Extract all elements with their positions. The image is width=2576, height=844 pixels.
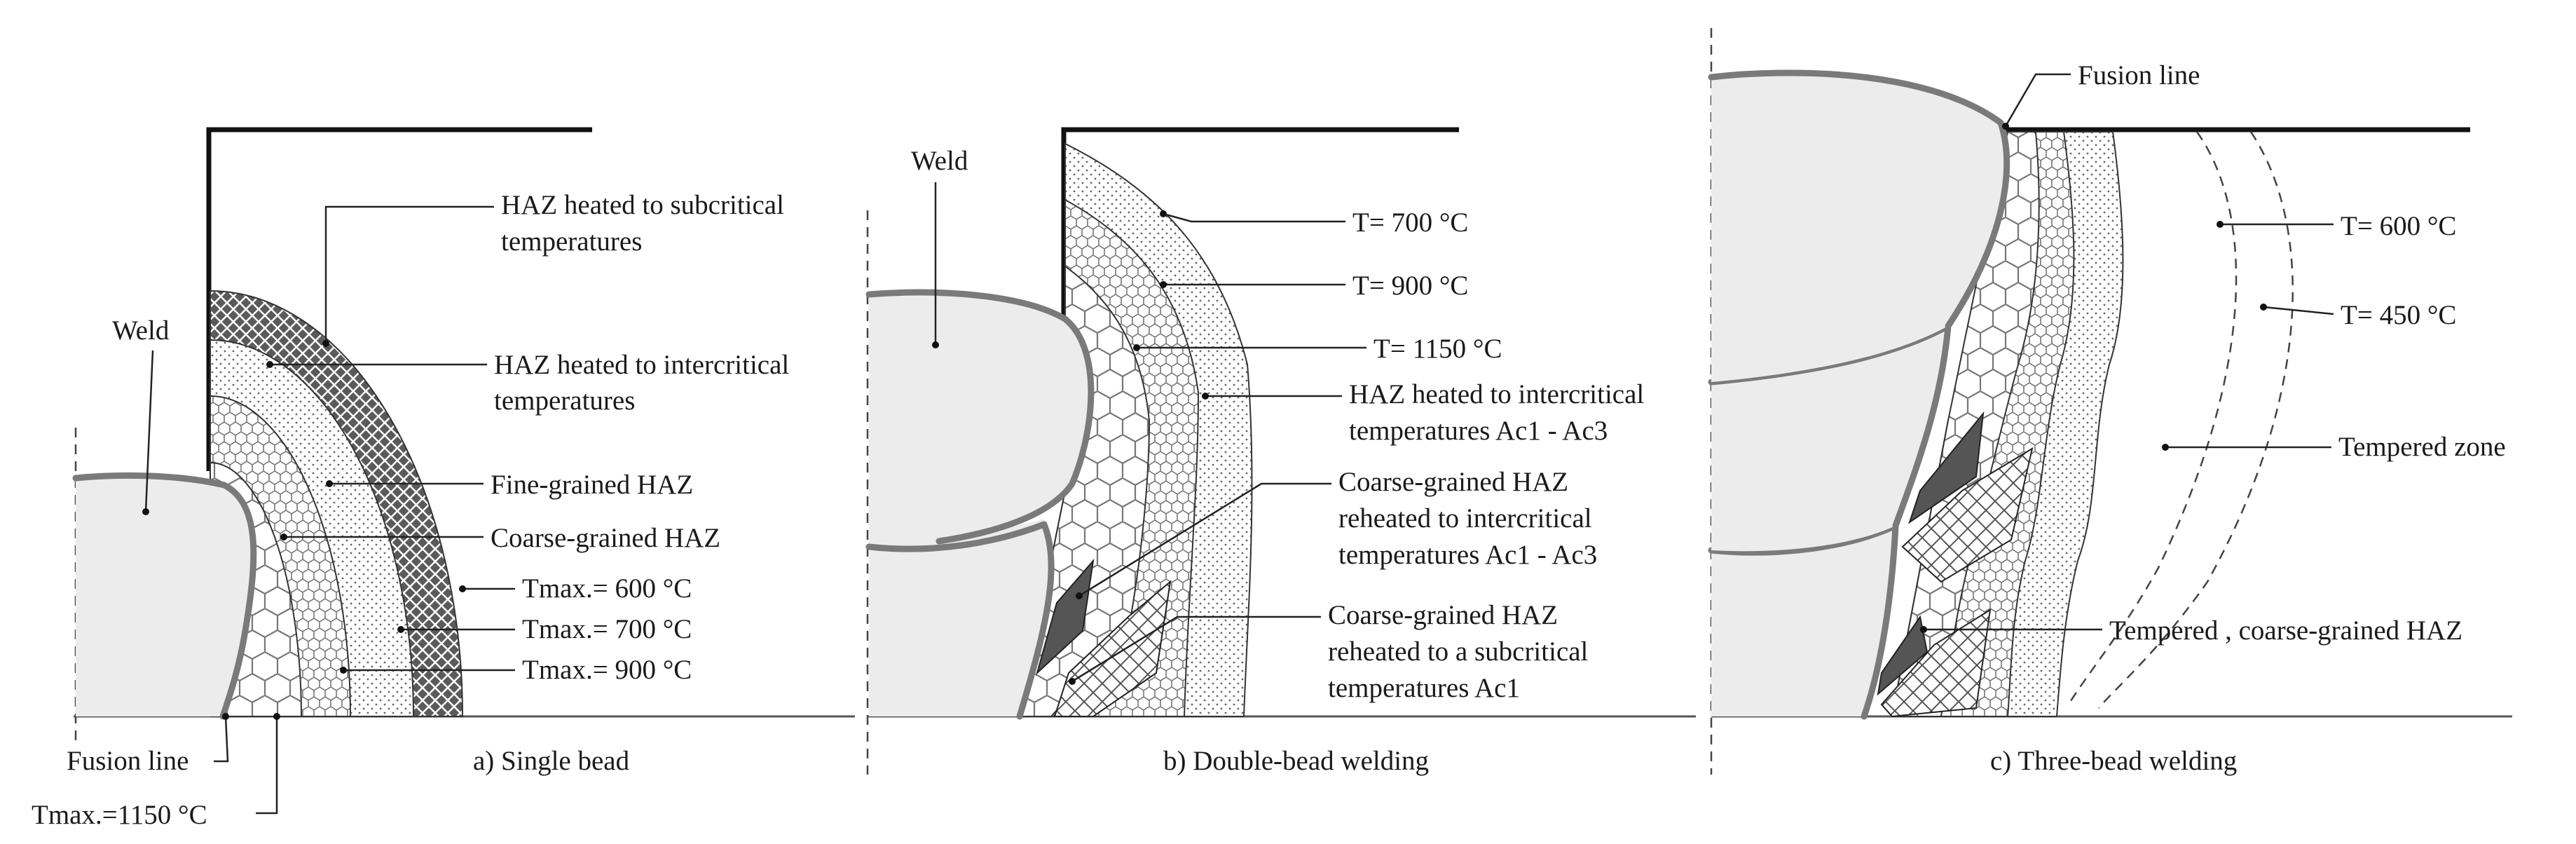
- panel-a-t1150-dot: [273, 713, 280, 720]
- panel-c-cross-region-lower: [1880, 608, 1992, 718]
- panel-a-t600-label: Tmax.= 600 °C: [522, 573, 692, 604]
- panel-b-t900-dot: [1160, 281, 1167, 288]
- panel-b-inter-label-2: temperatures Ac1 - Ac3: [1349, 416, 1608, 446]
- panel-b-lower-fusion-line: [865, 521, 1055, 720]
- panel-b-weld-label: Weld: [911, 146, 968, 176]
- panel-b-cg-sub-label-2: reheated to a subcritical: [1328, 637, 1589, 667]
- panel-b-cg-sub-label-1: Coarse-grained HAZ: [1328, 600, 1558, 630]
- panel-c-tempered-cg-dot: [1920, 626, 1927, 633]
- panel-a-subcritical-label-1: HAZ heated to subcritical: [501, 190, 784, 220]
- panel-a-subcritical-dot: [322, 340, 329, 347]
- panel-b-coarse-zone: [1018, 265, 1151, 717]
- panel-c-tempered-label: Tempered zone: [2338, 432, 2506, 462]
- panel-c-fusion-line-leader: [2004, 73, 2071, 127]
- panel-c-caption: c) Three-bead welding: [1990, 746, 2237, 776]
- panel-b-double-bead: Weld T= 700 °C T= 900 °C T= 1150 °C HAZ …: [865, 127, 1696, 776]
- panel-a-t600-dot: [459, 585, 466, 592]
- panel-b-subcritical-reheated: [1053, 580, 1172, 717]
- panel-b-cg-sub-label-3: temperatures Ac1: [1328, 673, 1520, 703]
- panel-b-t700-label: T= 700 °C: [1352, 207, 1468, 238]
- panel-a-t700-dot: [397, 626, 404, 633]
- panel-a-fine-label: Fine-grained HAZ: [491, 470, 693, 500]
- panel-b-intercritical-reheated: [1036, 558, 1095, 676]
- panel-b-caption: b) Double-bead welding: [1163, 746, 1429, 776]
- panel-b-t700-dot: [1160, 210, 1167, 217]
- panel-a-subcritical-label-2: temperatures: [501, 226, 642, 257]
- panel-b-t1150-dot: [1133, 344, 1140, 351]
- panel-a-fusion-line-label: Fusion line: [67, 746, 189, 776]
- panel-c-fusion-line-dot: [2002, 123, 2009, 130]
- panel-b-weld-bead: [869, 292, 1091, 541]
- panel-a-weld-bead: [76, 475, 254, 716]
- panel-a-intercritical-dot: [266, 361, 273, 368]
- panel-c-t450-leader: [2263, 306, 2334, 315]
- panel-c-tempered-cg-label: Tempered , coarse-grained HAZ: [2109, 615, 2462, 646]
- panel-b-weld-dot: [932, 341, 939, 348]
- panel-a-t900-label: Tmax.= 900 °C: [522, 655, 692, 685]
- panel-b-cg-inter-dot: [1076, 592, 1083, 599]
- panel-c-dark-region-upper: [1908, 411, 1985, 524]
- panel-a-t700-label: Tmax.= 700 °C: [522, 614, 692, 644]
- panel-b-cg-sub-leader: [1071, 615, 1321, 683]
- panel-c-t600-dot: [2217, 221, 2224, 228]
- panel-c-t450-isotherm: [2098, 131, 2294, 709]
- panel-c-t450-dot: [2260, 304, 2267, 311]
- panel-b-cg-inter-label-1: Coarse-grained HAZ: [1338, 467, 1568, 497]
- panel-b-t700-leader: [1163, 212, 1345, 223]
- panel-c-top-bead: [1711, 72, 2007, 382]
- panel-a-t1150-leader: [256, 716, 278, 815]
- panel-b-t900-label: T= 900 °C: [1352, 271, 1468, 301]
- panel-c-tempered-dot: [2162, 444, 2169, 451]
- panel-c-cross-region-upper: [1901, 447, 2034, 583]
- panel-b-cg-inter-label-2: reheated to intercritical: [1338, 503, 1592, 533]
- panel-b-fusion-line: [865, 289, 1095, 545]
- panel-a-fusion-line-leader: [214, 716, 229, 763]
- panel-b-t1150-label: T= 1150 °C: [1373, 334, 1502, 364]
- panel-c-t600-label: T= 600 °C: [2341, 211, 2456, 241]
- panel-c-three-bead: Fusion line T= 600 °C T= 450 °C Tempered…: [1708, 60, 2512, 776]
- panel-b-inter-label-1: HAZ heated to intercritical: [1349, 379, 1644, 409]
- panel-a-t1150-label: Tmax.=1150 °C: [32, 800, 207, 830]
- panel-a-weld-dot: [142, 508, 149, 515]
- panel-a-subcritical-leader: [324, 205, 494, 343]
- panel-b-lower-bead: [869, 519, 1052, 716]
- panel-a-t900-dot: [340, 667, 347, 674]
- panel-c-middle-bead: [1711, 326, 1948, 552]
- panel-a-intercritical-label-2: temperatures: [494, 386, 635, 416]
- panel-a-weld-leader: [144, 350, 154, 512]
- panel-a-fusion-line: [72, 472, 257, 720]
- panel-a-intercritical-label-1: HAZ heated to intercritical: [494, 350, 789, 380]
- panel-a-coarse-label: Coarse-grained HAZ: [491, 523, 720, 553]
- panel-a-weld-label: Weld: [112, 315, 170, 346]
- panel-a-fusion-line-dot: [222, 713, 229, 720]
- panel-c-lower-bead: [1711, 526, 1896, 716]
- panel-a-coarse-dot: [280, 533, 287, 540]
- panel-c-t450-label: T= 450 °C: [2341, 300, 2456, 330]
- panel-b-plate-outline: [1061, 127, 1459, 317]
- panel-b-cg-sub-dot: [1069, 678, 1076, 685]
- panel-b-cg-inter-label-3: temperatures Ac1 - Ac3: [1338, 540, 1597, 570]
- panel-c-fusion-line-label: Fusion line: [2078, 60, 2200, 90]
- panel-a-plate-outline: [206, 127, 592, 471]
- panel-b-inter-dot: [1202, 393, 1209, 400]
- panel-a-caption: a) Single bead: [473, 746, 630, 776]
- panel-a-single-bead: Weld HAZ heated to subcritical temperatu…: [32, 127, 855, 830]
- panel-c-t600-isotherm: [2069, 131, 2238, 702]
- panel-b-cg-inter-leader: [1078, 482, 1331, 597]
- panel-a-fine-dot: [326, 480, 333, 487]
- panel-c-top-fusion-line: [1708, 69, 2010, 329]
